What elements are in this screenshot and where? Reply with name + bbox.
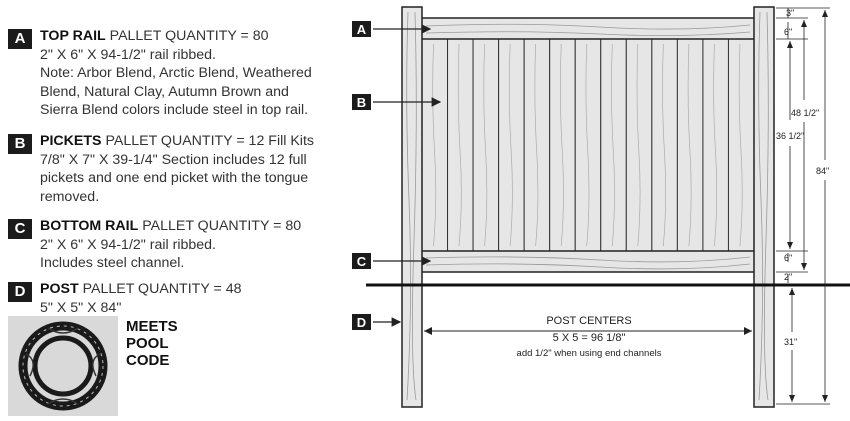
picket-grain [738,43,743,247]
picket [498,38,525,252]
dimension-lines [776,7,830,405]
spec-title: BOTTOM RAIL [40,218,139,234]
picket-grain [713,43,718,247]
picket [676,38,704,252]
pickets [421,38,755,252]
picket-grain [483,43,488,247]
picket-grain [534,43,539,247]
left-post [401,6,423,408]
picket [574,38,602,252]
svg-text:B: B [357,95,366,110]
picket-grain [636,43,641,247]
picket-grain [687,43,692,247]
spec-title: TOP RAIL [40,28,106,44]
picket [600,38,627,252]
right-post [753,6,775,408]
picket [727,38,755,252]
spec-line: 5" X 5" X 84" [40,299,122,316]
spec-line: pickets and one end picket with the tong… [40,170,309,187]
dim-bottom-gap: 2" [784,272,792,282]
picket-grain [560,43,564,247]
spec-qty: PALLET QUANTITY = 80 [109,28,269,44]
picket [651,38,678,252]
picket-grain [457,43,462,247]
picket [447,38,474,252]
dim-bottom-rail: 6" [784,253,792,263]
spec-line: Blend, Natural Clay, Autumn Brown and [40,83,289,100]
dim-top-rail: 6" [784,27,792,37]
label-b: B [352,94,442,110]
spec-qty: PALLET QUANTITY = 80 [142,218,302,234]
dim-section-height: 48 1/2" [791,108,819,118]
badge-a: A [8,29,32,49]
spec-line: 2" X 6" X 94-1/2" rail ribbed. [40,46,216,63]
svg-text:D: D [357,315,366,330]
picket-grain [662,43,666,247]
spec-pickets: B PICKETS PALLET QUANTITY = 12 Fill Kits… [8,132,338,206]
spec-qty: PALLET QUANTITY = 48 [82,281,242,297]
picket [702,38,729,252]
spec-line: Sierra Blend colors include steel in top… [40,102,309,119]
dim-below-ground: 31" [784,337,797,347]
bottom-rail [420,250,756,273]
pool-ring-icon [18,321,108,411]
label-a: A [352,21,432,37]
spec-line: Includes steel channel. [40,255,185,272]
spec-bottom-rail: C BOTTOM RAIL PALLET QUANTITY = 80 2" X … [8,217,338,273]
svg-text:A: A [357,22,367,37]
spec-top-rail: A TOP RAIL PALLET QUANTITY = 80 2" X 6" … [8,27,338,120]
spec-title: PICKETS [40,133,102,149]
post-centers-dimension: POST CENTERS 5 X 5 = 96 1/8" add 1/2" wh… [424,315,752,359]
svg-text:C: C [357,254,367,269]
spec-post: D POST PALLET QUANTITY = 48 5" X 5" X 84… [8,280,338,317]
badge-c: C [8,219,32,239]
picket-grain [611,43,615,247]
label-d: D [352,314,402,330]
spec-line: removed. [40,188,100,205]
spec-line: Note: Arbor Blend, Arctic Blend, Weather… [40,65,312,82]
spec-line: 2" X 6" X 94-1/2" rail ribbed. [40,236,216,253]
dim-top-gap: 3" [786,8,794,18]
picket [625,38,653,252]
badge-d: D [8,282,32,302]
picket [549,38,576,252]
svg-text:POST CENTERS: POST CENTERS [546,315,631,327]
svg-text:add 1/2" when using end channe: add 1/2" when using end channels [517,348,662,359]
spec-qty: PALLET QUANTITY = 12 Fill Kits [105,133,314,149]
label-c: C [352,253,432,269]
spec-line: 7/8" X 7" X 39-1/4" Section includes 12 … [40,151,307,168]
dim-picket-height: 36 1/2" [776,131,804,141]
svg-text:5 X 5 = 96 1/8": 5 X 5 = 96 1/8" [553,332,626,344]
pool-code-emblem [8,316,118,416]
spec-title: POST [40,281,79,297]
badge-b: B [8,134,32,154]
pool-code-text: MEETS POOL CODE [126,318,178,369]
picket-grain [508,43,513,247]
picket [421,38,449,252]
picket-grain [432,43,437,247]
dimension-labels: 3" 6" 36 1/2" 48 1/2" 6" 2" 84" 31" [776,8,829,347]
dim-post-total: 84" [816,166,829,176]
picket [523,38,551,252]
picket-grain [585,43,590,247]
picket [472,38,500,252]
